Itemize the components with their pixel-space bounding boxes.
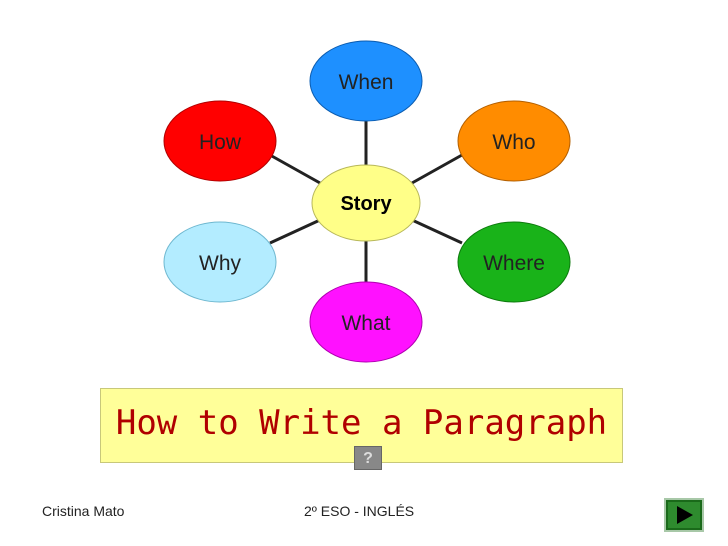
node-when-bubble	[309, 40, 423, 122]
node-who-label: Who	[492, 131, 535, 154]
node-how-label: How	[199, 131, 242, 154]
node-where-bubble	[457, 221, 571, 303]
connector-how	[269, 153, 321, 185]
page-title: How to Write a Paragraph	[115, 403, 608, 443]
next-slide-button[interactable]	[664, 498, 704, 532]
question-icon[interactable]: ?	[354, 446, 382, 470]
node-when-label: When	[339, 71, 394, 94]
node-who-bubble	[457, 100, 571, 182]
play-next-icon	[677, 506, 693, 524]
node-how-bubble	[163, 100, 277, 182]
node-why-bubble	[163, 221, 277, 303]
node-who[interactable]: Who	[457, 100, 571, 182]
node-story-label: Story	[340, 193, 392, 215]
node-what-label: What	[341, 312, 390, 335]
node-what-bubble	[309, 281, 423, 363]
title-banner: How to Write a Paragraph	[100, 388, 623, 463]
node-why[interactable]: Why	[163, 221, 277, 303]
node-where[interactable]: Where	[457, 221, 571, 303]
connector-why	[269, 218, 321, 245]
footer-course: 2º ESO - INGLÉS	[304, 503, 415, 519]
connector-who	[411, 153, 463, 185]
node-how[interactable]: How	[163, 100, 277, 182]
node-what[interactable]: What	[309, 281, 423, 363]
node-story-bubble	[311, 164, 421, 242]
connector-lines	[269, 117, 463, 288]
node-when[interactable]: When	[309, 40, 423, 122]
connector-where	[411, 218, 463, 245]
node-story[interactable]: Story	[311, 164, 421, 242]
node-why-label: Why	[199, 252, 242, 275]
node-where-label: Where	[483, 252, 545, 275]
footer-author: Cristina Mato	[42, 503, 125, 519]
